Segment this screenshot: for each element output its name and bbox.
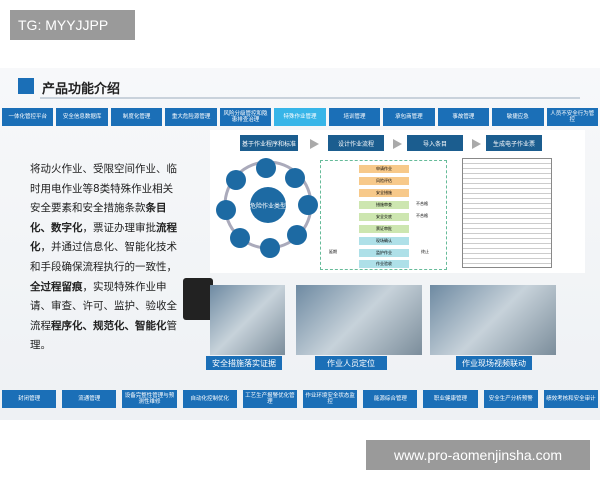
process-panel: 基于作业程序和标准 设计作业流程 导入条目 生成电子作业票 危险作业类型 申请作… [210, 130, 585, 273]
description: 将动火作业、受限空间作业、临时用电作业等8类特殊作业相关安全要素和安全措施条款条… [30, 160, 178, 356]
text-bold: 条目化、数字化 [30, 202, 167, 234]
text: 管理。 [30, 319, 177, 352]
electronic-work-permit [462, 158, 552, 268]
flow-step: 安全交底 [359, 213, 409, 221]
tab[interactable]: 安全信息数据库 [56, 108, 108, 126]
phone-image [183, 278, 213, 320]
tab[interactable]: 风险分级管控和隐患排查治理 [219, 108, 272, 126]
step: 生成电子作业票 [486, 135, 542, 151]
module[interactable]: 封闭管理 [2, 390, 57, 408]
circle-node [216, 200, 236, 220]
arrow-icon [472, 139, 481, 149]
flow-step: 现场确认 [359, 237, 409, 245]
arrow-icon [393, 139, 402, 149]
flow-step: 监护作业 [359, 249, 409, 257]
circle-node [287, 225, 307, 245]
tab[interactable]: 承包商管理 [383, 108, 435, 126]
text: ，实现特殊作业申请、审查、许可、监护、验收全流程 [30, 280, 177, 332]
tab[interactable]: 制度化管理 [110, 108, 163, 126]
top-nav: 一体化管控平台 安全信息数据库 制度化管理 重大危险源管理 风险分级管控和隐患排… [0, 108, 600, 126]
text-bold: 全过程留痕 [30, 280, 83, 293]
text: ，票证办理审批 [82, 221, 157, 234]
divider [40, 97, 580, 99]
flow-step: 票证审批 [359, 225, 409, 233]
tab[interactable]: 敏捷应急 [492, 108, 544, 126]
module[interactable]: 安全生产分析预警 [483, 390, 538, 408]
tab[interactable]: 事故管理 [437, 108, 490, 126]
caption: 作业人员定位 [315, 356, 387, 370]
module[interactable]: 工艺生产报警优化管理 [242, 390, 298, 408]
watermark-bottom: www.pro-aomenjinsha.com [366, 440, 590, 470]
circle-node [260, 238, 280, 258]
tab[interactable]: 人员不安全行为管控 [546, 108, 598, 126]
page-title: 产品功能介绍 [42, 82, 121, 97]
flow-step: 申请作业 [359, 165, 409, 173]
circle-node [256, 158, 276, 178]
tab[interactable]: 一体化管控平台 [2, 108, 54, 126]
module[interactable]: 绩效考核和安全审计 [543, 390, 599, 408]
module[interactable]: 自动化控制优化 [182, 390, 237, 408]
flow-label: 终止 [421, 249, 429, 254]
step: 导入条目 [407, 135, 463, 151]
flowchart: 申请作业 风险评估 安全措施 措施审查 安全交底 票证审批 现场确认 监护作业 … [320, 160, 447, 270]
flow-step: 措施审查 [359, 201, 409, 209]
text: 将动火作业、受限空间作业、临时用电作业等8类特殊作业相关安全要素和安全措施条款 [30, 163, 177, 215]
module[interactable]: 流通管理 [62, 390, 117, 408]
flow-step: 风险评估 [359, 177, 409, 185]
circle-node [285, 168, 305, 188]
flow-label: 不合格 [416, 201, 428, 206]
caption: 作业现场视频联动 [456, 356, 532, 370]
text: ，并通过信息化、智能化技术和手段确保流程执行的一致性， [30, 241, 177, 273]
circle-node [226, 170, 246, 190]
location-view [296, 285, 422, 355]
module[interactable]: 能源综合管理 [363, 390, 418, 408]
circle-node [298, 195, 318, 215]
flow-label: 延期 [329, 249, 337, 254]
title-marker [18, 78, 34, 94]
tab[interactable]: 培训管理 [328, 108, 381, 126]
arrow-icon [310, 139, 319, 149]
flow-step: 作业验收 [359, 260, 409, 268]
flow-step: 安全措施 [359, 189, 409, 197]
circle-center: 危险作业类型 [250, 187, 286, 223]
video-view [430, 285, 556, 355]
module[interactable]: 职业健康管理 [423, 390, 478, 408]
module[interactable]: 作业环境安全状态监控 [303, 390, 358, 408]
flow-label: 不合格 [416, 213, 428, 218]
bottom-nav: 封闭管理 流通管理 设备完整性管理与预测性维修 自动化控制优化 工艺生产报警优化… [0, 390, 600, 408]
evidence-photos [210, 285, 285, 355]
text-bold: 程序化、规范化、智能化 [51, 319, 167, 332]
step: 设计作业流程 [328, 135, 384, 151]
tab-active[interactable]: 特殊作业管理 [274, 108, 326, 126]
text-bold: 流程化 [30, 221, 177, 254]
module[interactable]: 设备完整性管理与预测性维修 [122, 390, 177, 408]
watermark-top: TG: MYYJJPP [10, 10, 135, 40]
caption: 安全措施落实证据 [206, 356, 282, 370]
circle-node [230, 228, 250, 248]
step: 基于作业程序和标准 [240, 135, 298, 151]
tab[interactable]: 重大危险源管理 [165, 108, 217, 126]
